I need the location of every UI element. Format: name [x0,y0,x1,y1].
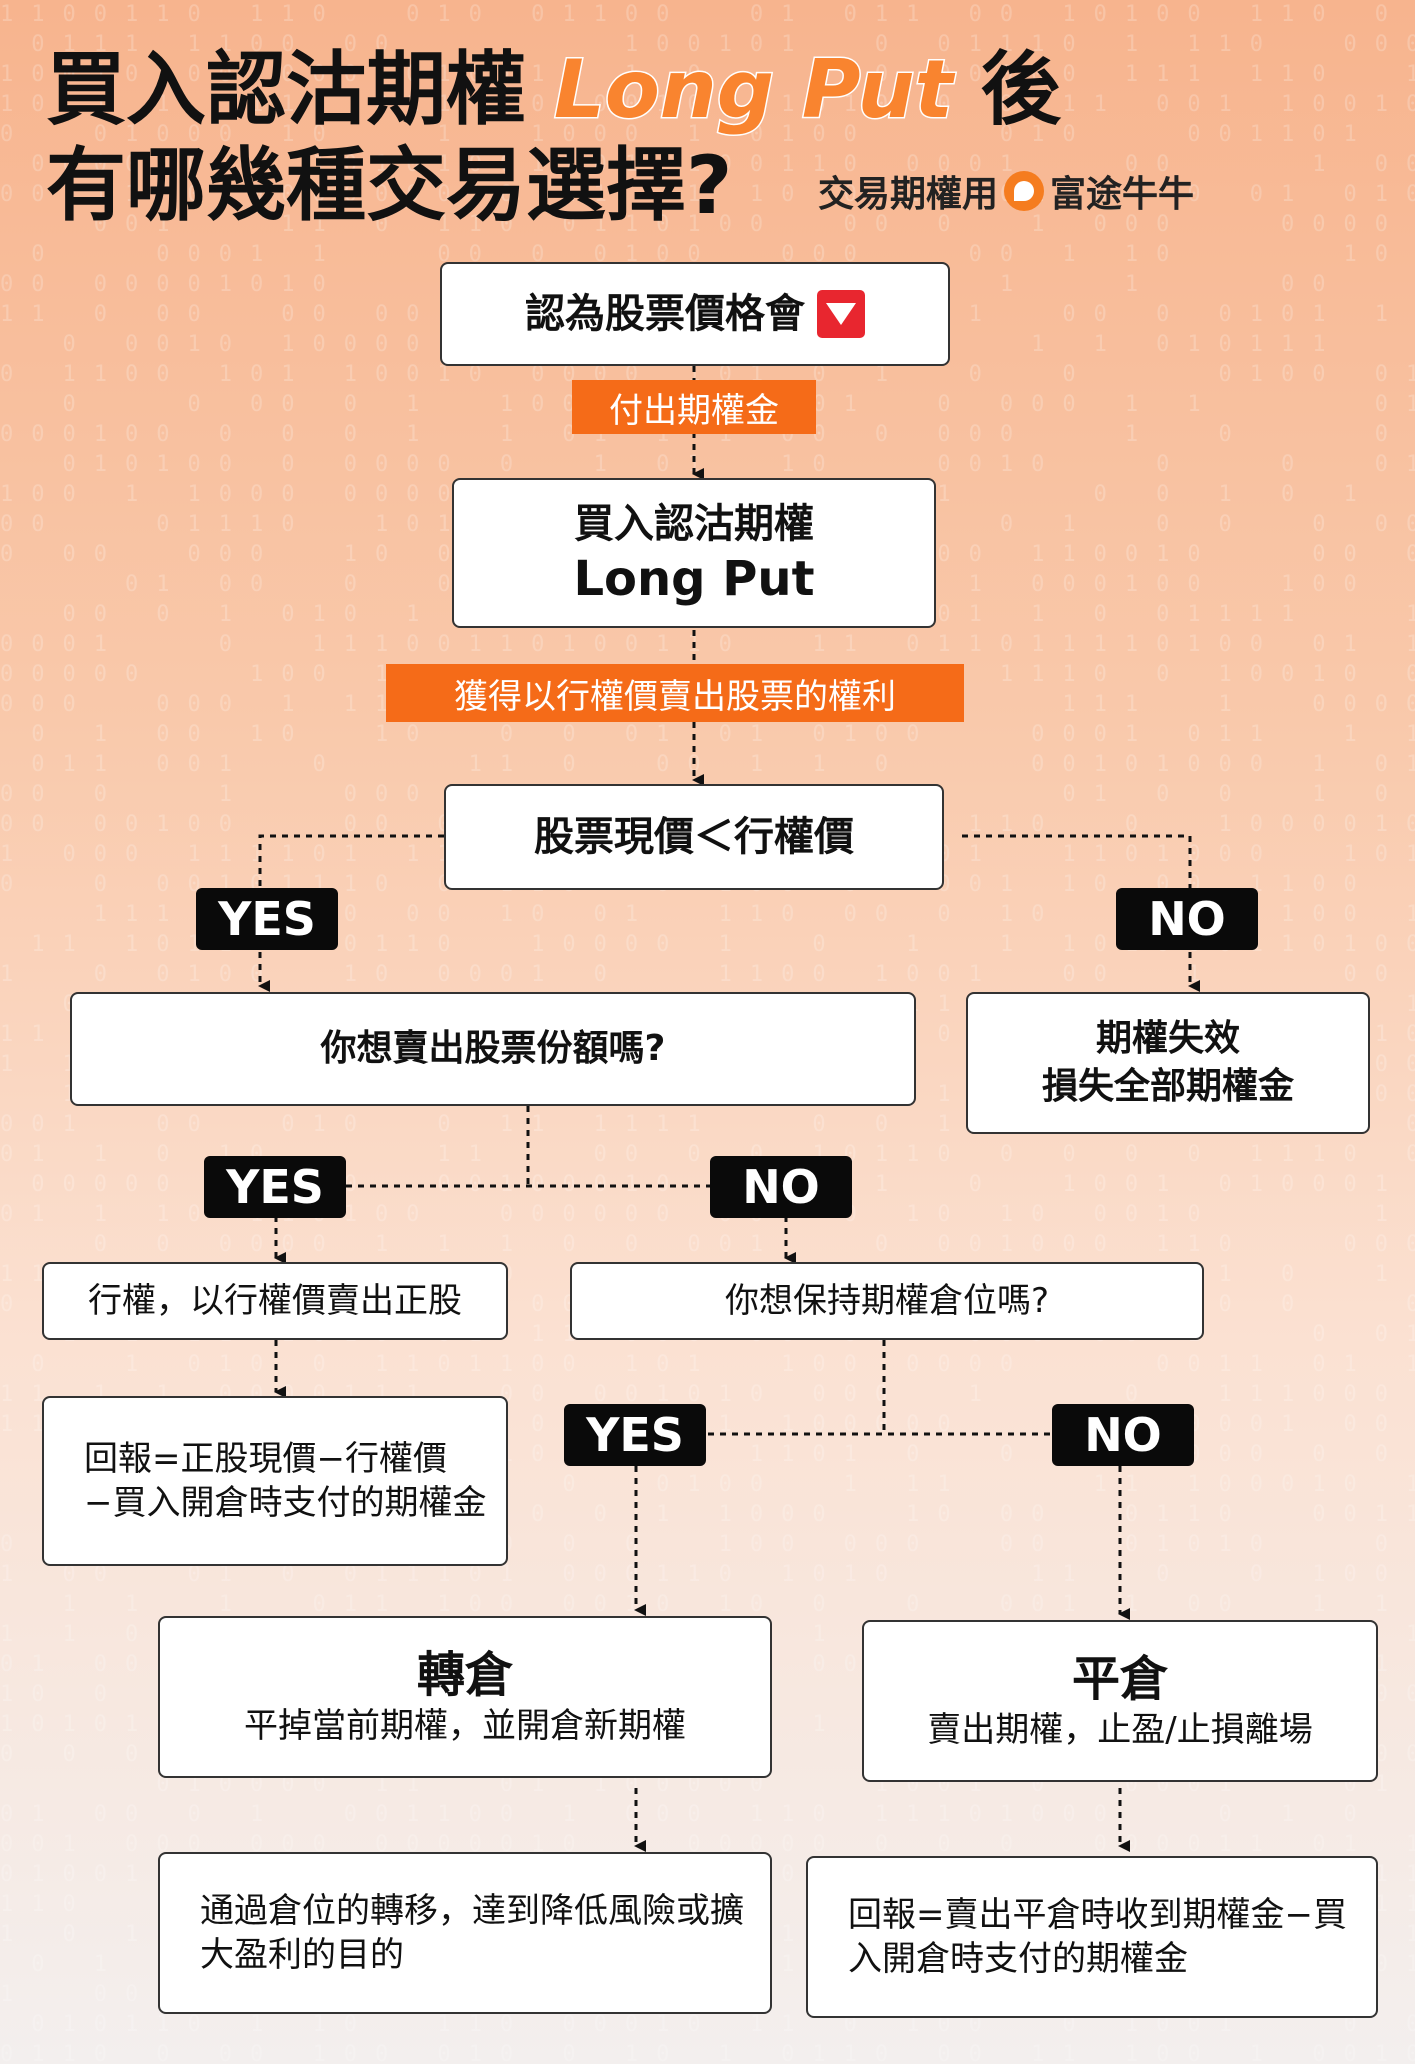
expire-box: 期權失效 損失全部期權金 [966,992,1370,1134]
long-put-box: 買入認沽期權 Long Put [452,478,936,628]
pay-premium-tag: 付出期權金 [572,380,816,434]
down-arrow-icon [817,290,865,338]
brand-prefix: 交易期權用 [818,174,999,215]
question-sell-box: 你想賣出股票份額嗎? [70,992,916,1106]
no-label-sell: NO [710,1156,852,1218]
exercise-box: 行權，以行權價賣出正股 [42,1262,508,1340]
exercise-return-box: 回報=正股現價−行權價−買入開倉時支付的期權金 [42,1396,508,1566]
start-box: 認為股票價格會 [440,262,950,366]
question-keep-box: 你想保持期權倉位嗎? [570,1262,1204,1340]
long-put-subtitle: Long Put [573,551,815,607]
condition-box: 股票現價＜行權價 [444,784,944,890]
no-label-condition: NO [1116,888,1258,950]
page-title-line2: 有哪幾種交易選擇? [46,139,733,232]
start-text: 認為股票價格會 [525,291,805,337]
yes-label-sell: YES [204,1156,346,1218]
close-desc: 賣出期權，止盈/止損離場 [927,1710,1313,1750]
close-return-box: 回報=賣出平倉時收到期權金−買入開倉時支付的期權金 [806,1856,1378,2018]
no-label-keep: NO [1052,1404,1194,1466]
brand: 交易期權用 富途牛牛 [818,166,1194,216]
close-box: 平倉 賣出期權，止盈/止損離場 [862,1620,1378,1782]
title-accent: Long Put [552,42,954,137]
long-put-title: 買入認沽期權 [574,501,814,547]
roll-title: 轉倉 [416,1647,513,1703]
roll-box: 轉倉 平掉當前期權，並開倉新期權 [158,1616,772,1778]
roll-result-box: 通過倉位的轉移，達到降低風險或擴大盈利的目的 [158,1852,772,2014]
right-gained-tag: 獲得以行權價賣出股票的權利 [386,664,964,722]
close-title: 平倉 [1071,1651,1168,1707]
yes-label-keep: YES [564,1404,706,1466]
expire-line1: 期權失效 [1095,1018,1240,1059]
roll-desc: 平掉當前期權，並開倉新期權 [244,1706,686,1746]
expire-line2: 損失全部期權金 [1041,1066,1294,1107]
brand-name: 富途牛牛 [1050,174,1195,215]
page-title-line1: 買入認沽期權 Long Put 後 [46,42,1061,137]
yes-label-condition: YES [196,888,338,950]
futu-logo-icon [1004,171,1045,211]
